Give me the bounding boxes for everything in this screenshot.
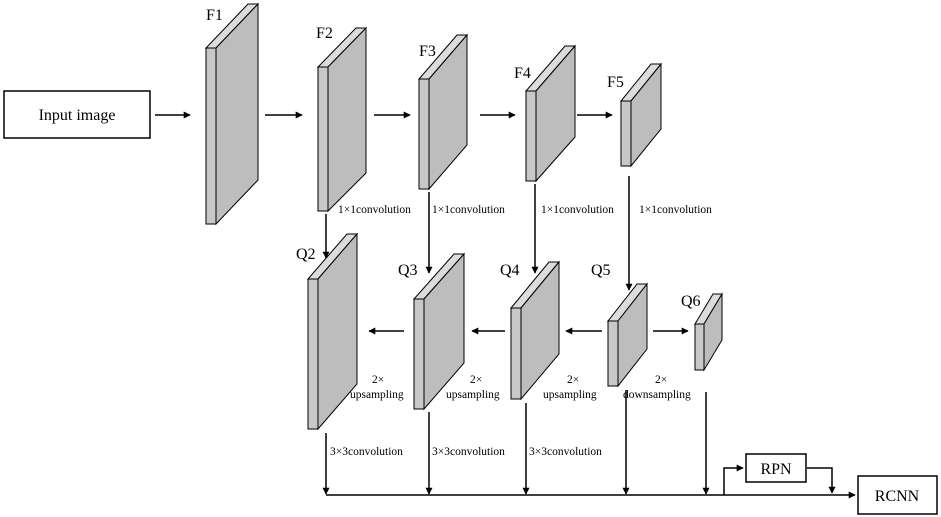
layer-q4 xyxy=(509,260,561,401)
input-image-node: Input image xyxy=(3,90,151,139)
rcnn-label: RCNN xyxy=(875,488,920,505)
layer-q5 xyxy=(606,282,649,388)
op-conv3x3-1: 3×3convolution xyxy=(330,446,403,458)
layer-label-f4: F4 xyxy=(514,65,531,82)
layer-f4 xyxy=(524,44,577,183)
op-conv1x1-2: 1×1convolution xyxy=(432,204,505,216)
arrow-rpn-bus xyxy=(807,467,836,494)
layer-q2 xyxy=(306,232,359,431)
op-upsampling-3: upsampling xyxy=(543,389,597,401)
layer-f2 xyxy=(316,26,368,213)
input-image-label: Input image xyxy=(39,107,116,124)
layer-f5 xyxy=(619,62,663,168)
op-downsampling: downsampling xyxy=(623,389,691,401)
layer-label-q4: Q4 xyxy=(500,262,520,279)
op-upsampling-1: upsampling xyxy=(350,389,404,401)
op-conv1x1-4: 1×1convolution xyxy=(639,204,712,216)
layer-q3 xyxy=(412,252,466,411)
layer-label-f5: F5 xyxy=(607,74,624,91)
layer-label-q3: Q3 xyxy=(398,262,418,279)
layer-f3 xyxy=(417,33,469,191)
rpn-label: RPN xyxy=(760,461,792,478)
layer-f1 xyxy=(204,2,260,226)
layer-label-q5: Q5 xyxy=(591,262,611,279)
op-2x-1: 2× xyxy=(372,374,384,386)
layer-q6 xyxy=(694,292,723,372)
layer-label-q6: Q6 xyxy=(681,293,701,310)
layer-label-q2: Q2 xyxy=(296,246,316,263)
op-upsampling-2: upsampling xyxy=(446,389,500,401)
layer-label-f1: F1 xyxy=(206,7,223,24)
arrow-bus-rpn xyxy=(723,464,744,495)
op-2x-4: 2× xyxy=(655,374,667,386)
op-2x-3: 2× xyxy=(567,374,579,386)
op-conv1x1-1: 1×1convolution xyxy=(338,204,411,216)
op-conv3x3-3: 3×3convolution xyxy=(529,446,602,458)
rcnn-node: RCNN xyxy=(857,475,938,515)
layer-label-f3: F3 xyxy=(419,43,436,60)
layer-label-f2: F2 xyxy=(316,25,333,42)
op-conv1x1-3: 1×1convolution xyxy=(541,204,614,216)
op-2x-2: 2× xyxy=(470,374,482,386)
op-conv3x3-2: 3×3convolution xyxy=(432,446,505,458)
rpn-node: RPN xyxy=(745,453,807,483)
